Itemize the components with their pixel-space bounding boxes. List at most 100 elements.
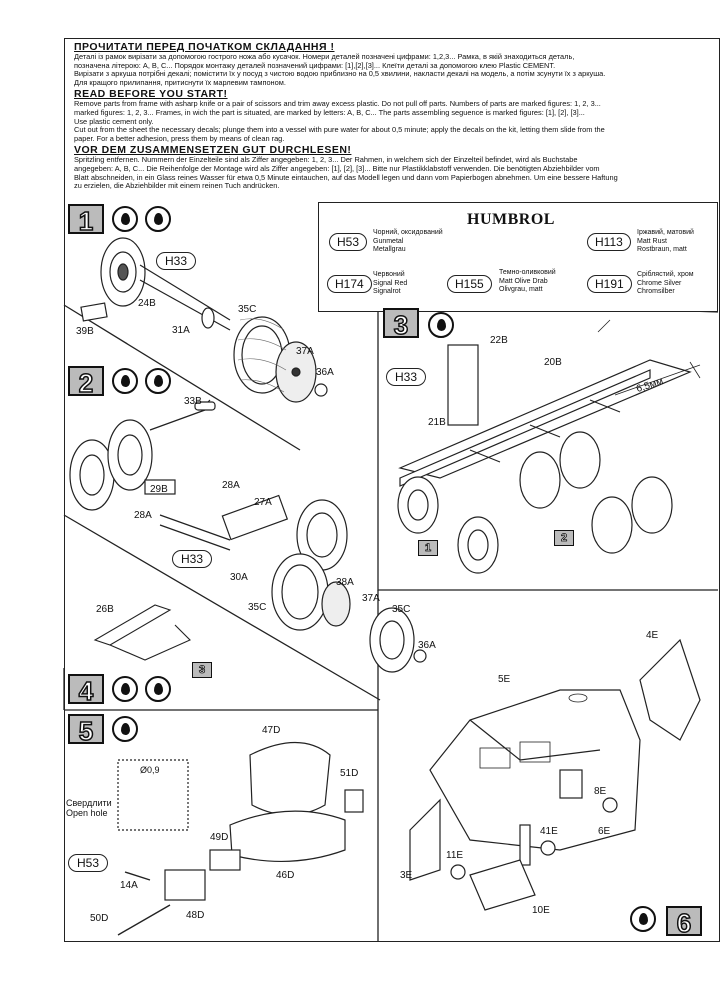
part-label: 36A [418,640,436,651]
part-label: 47D [262,725,281,736]
instruction-line: Для кращого прилипання, притиснути їх ма… [74,77,286,87]
part-label: 35C [392,604,411,615]
paint-name: Сріблястий, хром [637,271,694,278]
hole-note-line: Open hole [66,808,108,818]
instruction-heading: READ BEFORE YOU START! [74,88,228,101]
sub-step-marker: 2 [554,530,574,546]
sub-step-marker: 1 [418,540,438,556]
part-label: 6E [598,826,611,837]
paint-name: Темно-оливковий [499,269,556,276]
paint-names-h155: Темно-оливковий Matt Olive Drab Olivgrau… [499,269,556,295]
glue-drop-icon [630,906,656,932]
paint-name: Signalrot [373,288,401,295]
paint-legend: HUMBROL H53 Чорний, оксидований Gunmetal… [318,202,718,312]
glue-drop-icon [112,716,138,742]
paint-name: Matt Olive Drab [499,277,548,285]
paint-name: Чорний, оксидований [373,229,443,236]
part-label: 33B [184,396,202,407]
part-label: 4E [646,630,659,641]
instruction-de: VOR DEM ZUSAMMENSETZEN GUT DURCHLESEN! S… [74,144,714,190]
paint-legend-title: HUMBROL [467,211,555,228]
part-label: 5E [498,674,511,685]
instruction-line: позначена літерою: A, B, C... Порядок мо… [74,60,556,70]
glue-drop-icon [145,206,171,232]
part-label: 28A [222,480,240,491]
part-label: 10E [532,905,550,916]
part-label: 46D [276,870,295,881]
instruction-line: Remove parts from frame with asharp knif… [74,99,601,109]
step-number-2: 2 [68,366,104,399]
part-label: 8E [594,786,607,797]
paint-name: Rostbraun, matt [637,246,687,253]
instruction-line: angegeben: A, B, C... Die Reihenfolge de… [74,163,600,173]
part-label: 35C [238,304,257,315]
hole-note: Свердлити Open hole [66,798,112,818]
paint-name: Червоний [373,271,405,278]
paint-name: Gunmetal [373,237,404,245]
part-label: 27A [254,497,272,508]
part-label: 31A [172,325,190,336]
paint-name: Matt Rust [637,237,667,245]
part-label: 21B [428,417,446,428]
part-label: 11E [446,850,464,861]
part-label: 37A [296,346,314,357]
part-label: 36A [316,367,334,378]
paint-name: Іржавий, матовий [637,229,694,236]
part-label: 28A [134,510,152,521]
step-number-3: 3 [383,308,419,341]
glue-drop-icon [112,676,138,702]
paint-name: Metallgrau [373,246,406,253]
part-label: 48D [186,910,205,921]
paint-ref: H33 [156,252,197,270]
part-label: 38A [336,577,354,588]
instruction-line: Деталі із рамок вирізати за допомогою го… [74,52,575,61]
hole-diameter-label: Ø0,9 [140,765,160,775]
part-label: 26B [96,604,114,615]
part-label: 50D [90,913,109,924]
instruction-heading: VOR DEM ZUSAMMENSETZEN GUT DURCHLESEN! [74,144,352,157]
part-label: 51D [340,768,359,779]
part-label: 37A [362,593,380,604]
paint-ref: H53 [68,854,109,872]
part-label: 24B [138,298,156,309]
paint-name: Chromsilber [637,288,675,295]
paint-ref: H33 [172,550,213,568]
instruction-ua: ПРОЧИТАТИ ПЕРЕД ПОЧАТКОМ СКЛАДАННЯ ! Дет… [74,41,714,87]
instruction-line: marked figures: 1, 2, 3... Frames, in wi… [74,107,585,117]
paint-code-h191: H191 [587,275,632,293]
paint-name: Olivgrau, matt [499,286,543,293]
step-number-4: 4 [68,674,104,707]
paint-code-h113: H113 [587,233,631,251]
paint-names-h174: Червоний Signal Red Signalrot [373,271,407,297]
part-label: 22B [490,335,508,346]
instruction-line: Spritzling entfernen. Nummern der Einzel… [74,155,578,165]
glue-drop-icon [145,676,171,702]
paint-code-h53: H53 [329,233,368,251]
part-label: 14A [120,880,138,891]
glue-drop-icon [112,368,138,394]
instructions-block: ПРОЧИТАТИ ПЕРЕД ПОЧАТКОМ СКЛАДАННЯ ! Дет… [74,40,714,191]
instruction-line: zu erzielen, die Abziehbilder mit einem … [74,181,280,191]
paint-code-h155: H155 [447,275,492,293]
part-label: 30A [230,572,248,583]
instruction-heading: ПРОЧИТАТИ ПЕРЕД ПОЧАТКОМ СКЛАДАННЯ ! [74,41,335,53]
instruction-line: paper. For a better adhesion, press them… [74,133,285,143]
part-label: 29B [150,484,168,495]
instruction-line: Blatt abschneiden, in ein Glass reines W… [74,172,618,182]
part-label: 20B [544,357,562,368]
step-number-1: 1 [68,204,104,237]
paint-name: Signal Red [373,279,408,287]
part-label: 41E [540,826,558,837]
part-label: 3E [400,870,413,881]
paint-code-h174: H174 [327,275,372,293]
paint-name: Chrome Silver [637,279,682,287]
part-label: 49D [210,832,229,843]
paint-names-h191: Сріблястий, хром Chrome Silver Chromsilb… [637,271,694,297]
step-number-6: 6 [666,906,702,939]
paint-ref: H33 [386,368,427,386]
step-number-5: 5 [68,714,104,747]
instruction-line: Cut out from the sheet the necessary dec… [74,125,605,135]
glue-drop-icon [112,206,138,232]
sub-step-marker: 3 [192,662,212,678]
